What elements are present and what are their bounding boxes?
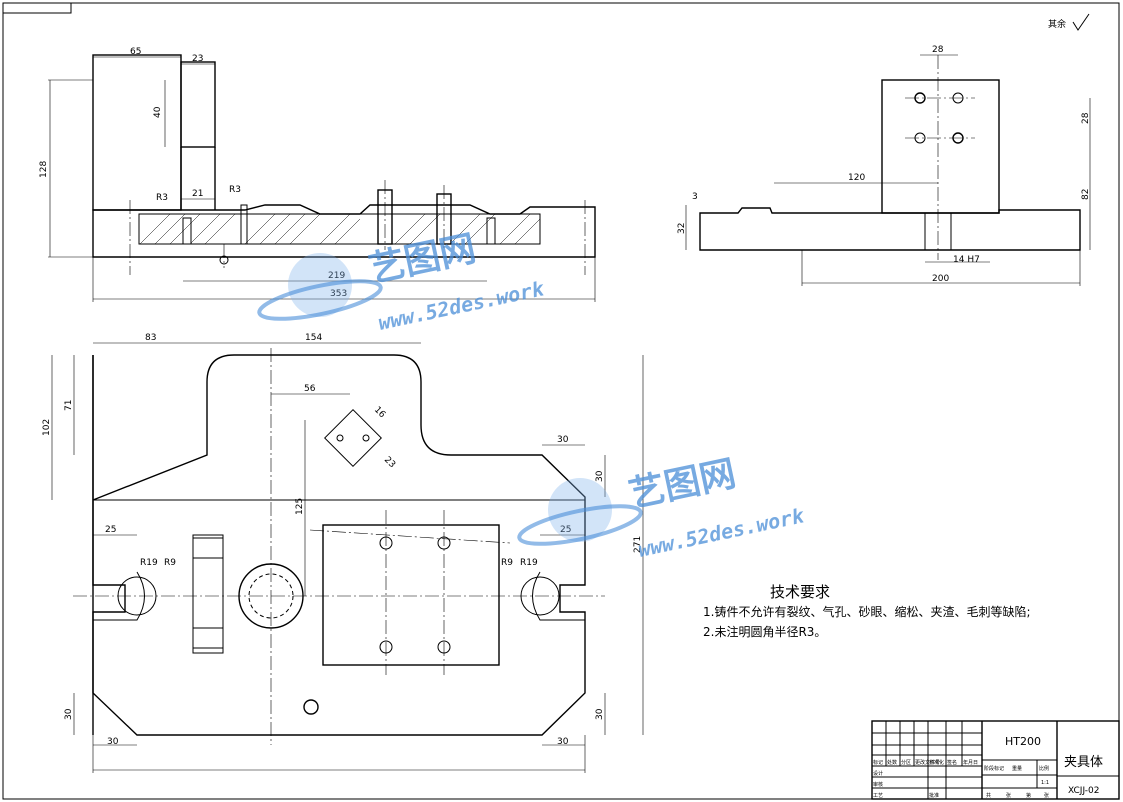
title-block-label-sign: 签名	[947, 759, 957, 766]
dim-28-right: 28	[1081, 112, 1091, 124]
dim-82: 82	[1081, 189, 1091, 200]
dim-r19-left: R19	[140, 558, 158, 568]
dim-219: 219	[328, 271, 345, 281]
material: HT200	[1005, 735, 1041, 748]
title-block-label-zone: 分区	[901, 759, 911, 766]
dim-30-top: 30	[557, 435, 569, 445]
dim-3: 3	[692, 192, 698, 202]
dim-16: 16	[372, 405, 387, 420]
tech-req-item-1: 1.铸件不允许有裂纹、气孔、砂眼、缩松、夹渣、毛刺等缺陷;	[703, 604, 1031, 619]
title-block-sheet-no: 第	[1026, 792, 1031, 799]
dim-30-lower-right: 30	[595, 708, 605, 720]
title-block-label-count: 处数	[887, 759, 897, 766]
dim-r9-right: R9	[501, 558, 513, 568]
dim-14h7: 14 H7	[953, 255, 980, 265]
roughness-symbol	[1072, 13, 1090, 31]
title-block-sheet-unit2: 张	[1044, 792, 1049, 799]
section-hatch	[139, 213, 541, 245]
dim-25-left: 25	[105, 525, 116, 535]
tech-req-item-2: 2.未注明圆角半径R3。	[703, 624, 826, 639]
dim-28-top: 28	[932, 45, 944, 55]
dim-102: 102	[42, 419, 52, 436]
dim-r3-right: R3	[229, 185, 241, 195]
title-block-label-file: 更改文件号	[915, 759, 940, 766]
watermark-cn-upper: 艺图网	[365, 228, 479, 291]
title-block-stage: 阶段标记	[984, 765, 1004, 772]
dim-125: 125	[295, 498, 305, 515]
title-block-role-design: 设计	[873, 770, 883, 777]
watermark-url-upper: www.52des.work	[376, 276, 547, 335]
side-dimensions: 28 28 120 3 32 82 14 H7 200	[677, 45, 1091, 286]
dim-120: 120	[848, 173, 865, 183]
dim-32: 32	[677, 223, 687, 234]
dim-30-lower-left: 30	[64, 708, 74, 720]
watermark-cn-lower: 艺图网	[625, 453, 739, 516]
dim-r19-right: R19	[520, 558, 538, 568]
front-view	[92, 54, 596, 275]
dim-23: 23	[192, 54, 203, 64]
dim-r3-left: R3	[156, 193, 168, 203]
dim-25-right: 25	[560, 525, 571, 535]
title-block-scale-label: 比例	[1039, 765, 1049, 772]
title-block-label-date: 年月日	[963, 759, 978, 766]
title-block-std: 标准化	[929, 759, 944, 766]
title-block-role-review: 审核	[873, 781, 883, 788]
dim-23-plan: 23	[382, 455, 397, 470]
dim-353: 353	[330, 289, 347, 299]
front-dimensions: 65 23 40 128 R3 21 R3 219 353	[39, 47, 596, 302]
dim-71: 71	[64, 400, 74, 411]
dim-128: 128	[39, 161, 49, 178]
surface-note: 其余	[1048, 18, 1066, 30]
dim-30-bottom-left: 30	[107, 737, 119, 747]
title-block	[871, 720, 1120, 800]
dim-65: 65	[130, 47, 141, 57]
watermark-lower: 艺图网 www.52des.work	[517, 453, 807, 562]
title-block-label-mark: 标记	[873, 759, 883, 766]
title-block-scale: 1:1	[1041, 780, 1049, 786]
dim-21: 21	[192, 189, 203, 199]
title-block-role-process: 工艺	[873, 793, 883, 799]
dim-30-bottom-right: 30	[557, 737, 569, 747]
drawing-number: XCJJ-02	[1068, 786, 1099, 796]
dim-271: 271	[633, 536, 643, 553]
dim-200: 200	[932, 274, 949, 284]
dim-154: 154	[305, 333, 322, 343]
dim-30-side: 30	[595, 470, 605, 482]
plan-dimensions: 83 154 56 102 71 16 23 125 30 30 25 25 R…	[42, 333, 644, 773]
title-block-weight: 重量	[1012, 765, 1022, 772]
side-view	[699, 55, 1081, 260]
dim-40: 40	[153, 106, 163, 118]
frame-tab	[2, 2, 72, 14]
title-block-sheet-unit1: 张	[1006, 792, 1011, 799]
dim-56: 56	[304, 384, 316, 394]
watermark-url-lower: www.52des.work	[636, 503, 807, 562]
dim-r9-left: R9	[164, 558, 176, 568]
dim-83: 83	[145, 333, 156, 343]
plan-view	[73, 348, 605, 745]
part-name: 夹具体	[1064, 755, 1103, 770]
title-block-sheet-total: 共	[986, 792, 991, 799]
title-block-approve: 批准	[929, 792, 939, 799]
tech-req-title: 技术要求	[770, 583, 830, 601]
lower-hole	[303, 699, 319, 715]
